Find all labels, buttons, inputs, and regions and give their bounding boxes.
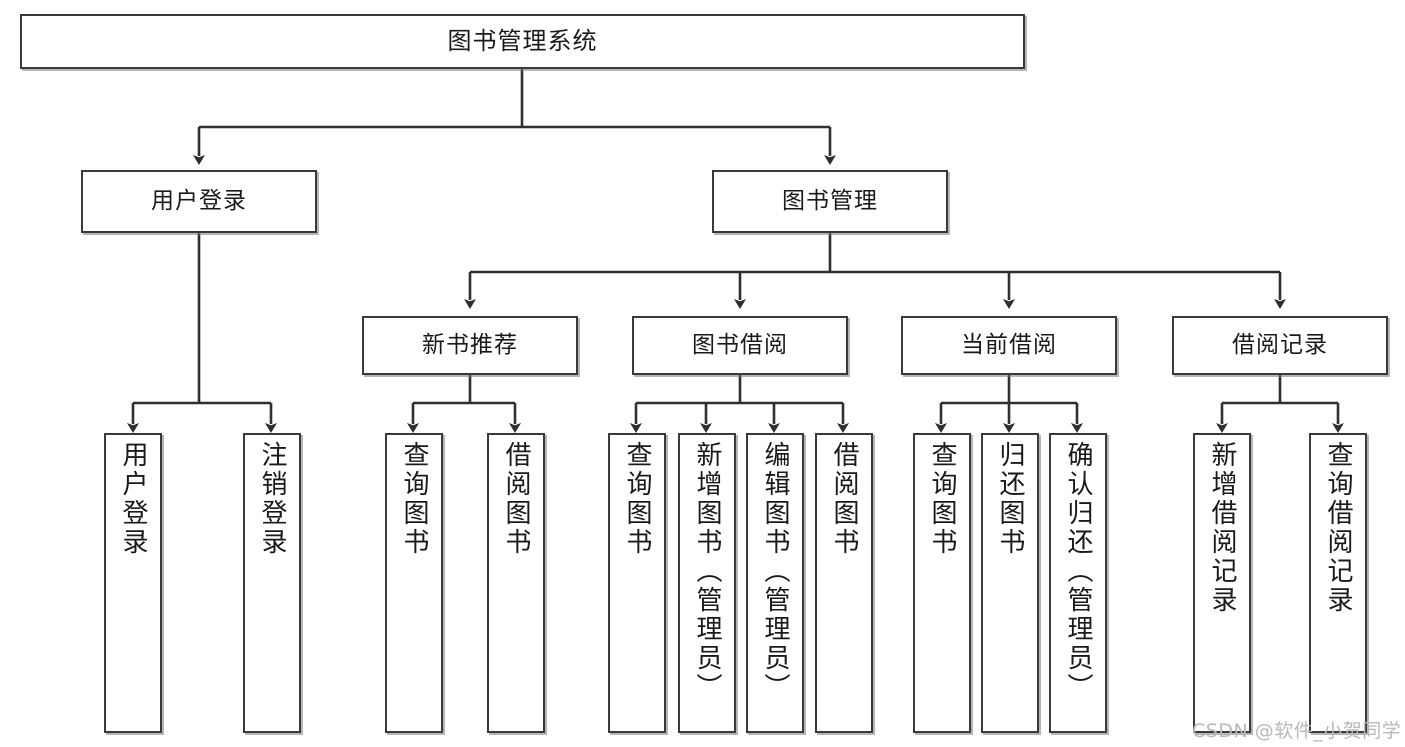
leaf-query-books-current[interactable]: 查询图书 [913,433,971,733]
node-label: 借阅图书 [501,441,531,557]
node-label: 查询图书 [622,441,652,557]
node-root-library-system[interactable]: 图书管理系统 [20,14,1025,69]
watermark: CSDN @软件_小贺同学 [1192,720,1402,742]
node-label: 图书管理 [782,187,878,214]
node-book-borrow[interactable]: 图书借阅 [632,316,848,375]
node-label: 确认归还（管理员） [1063,441,1093,702]
leaf-logout[interactable]: 注销登录 [243,433,301,733]
leaf-user-login[interactable]: 用户登录 [104,433,162,733]
node-label: 新增图书（管理员） [692,441,722,702]
leaf-query-books-newbook[interactable]: 查询图书 [385,433,443,733]
node-label: 新书推荐 [422,331,518,358]
leaf-confirm-return-admin[interactable]: 确认归还（管理员） [1049,433,1107,733]
node-label: 用户登录 [118,441,148,557]
node-label: 编辑图书（管理员） [760,441,790,702]
leaf-query-borrow-record[interactable]: 查询借阅记录 [1309,433,1367,733]
leaf-borrow-books-newbook[interactable]: 借阅图书 [487,433,545,733]
leaf-return-books[interactable]: 归还图书 [981,433,1039,733]
node-borrow-records[interactable]: 借阅记录 [1172,316,1388,375]
leaf-add-book-admin[interactable]: 新增图书（管理员） [678,433,736,733]
node-book-management[interactable]: 图书管理 [712,170,948,233]
leaf-add-borrow-record[interactable]: 新增借阅记录 [1193,433,1251,733]
node-label: 新增借阅记录 [1207,441,1237,615]
node-user-login[interactable]: 用户登录 [81,170,317,233]
node-label: 图书管理系统 [447,27,598,56]
leaf-edit-book-admin[interactable]: 编辑图书（管理员） [746,433,804,733]
node-label: 归还图书 [995,441,1025,557]
node-label: 借阅图书 [829,441,859,557]
node-label: 当前借阅 [961,331,1057,358]
node-label: 查询图书 [927,441,957,557]
node-label: 查询借阅记录 [1323,441,1353,615]
node-current-borrow[interactable]: 当前借阅 [901,316,1117,375]
node-new-book-recommend[interactable]: 新书推荐 [362,316,578,375]
node-label: 图书借阅 [692,331,788,358]
leaf-query-books-borrow[interactable]: 查询图书 [608,433,666,733]
node-label: 查询图书 [399,441,429,557]
node-label: 借阅记录 [1232,331,1328,358]
leaf-borrow-books[interactable]: 借阅图书 [815,433,873,733]
node-label: 用户登录 [151,187,247,214]
node-label: 注销登录 [257,441,287,557]
